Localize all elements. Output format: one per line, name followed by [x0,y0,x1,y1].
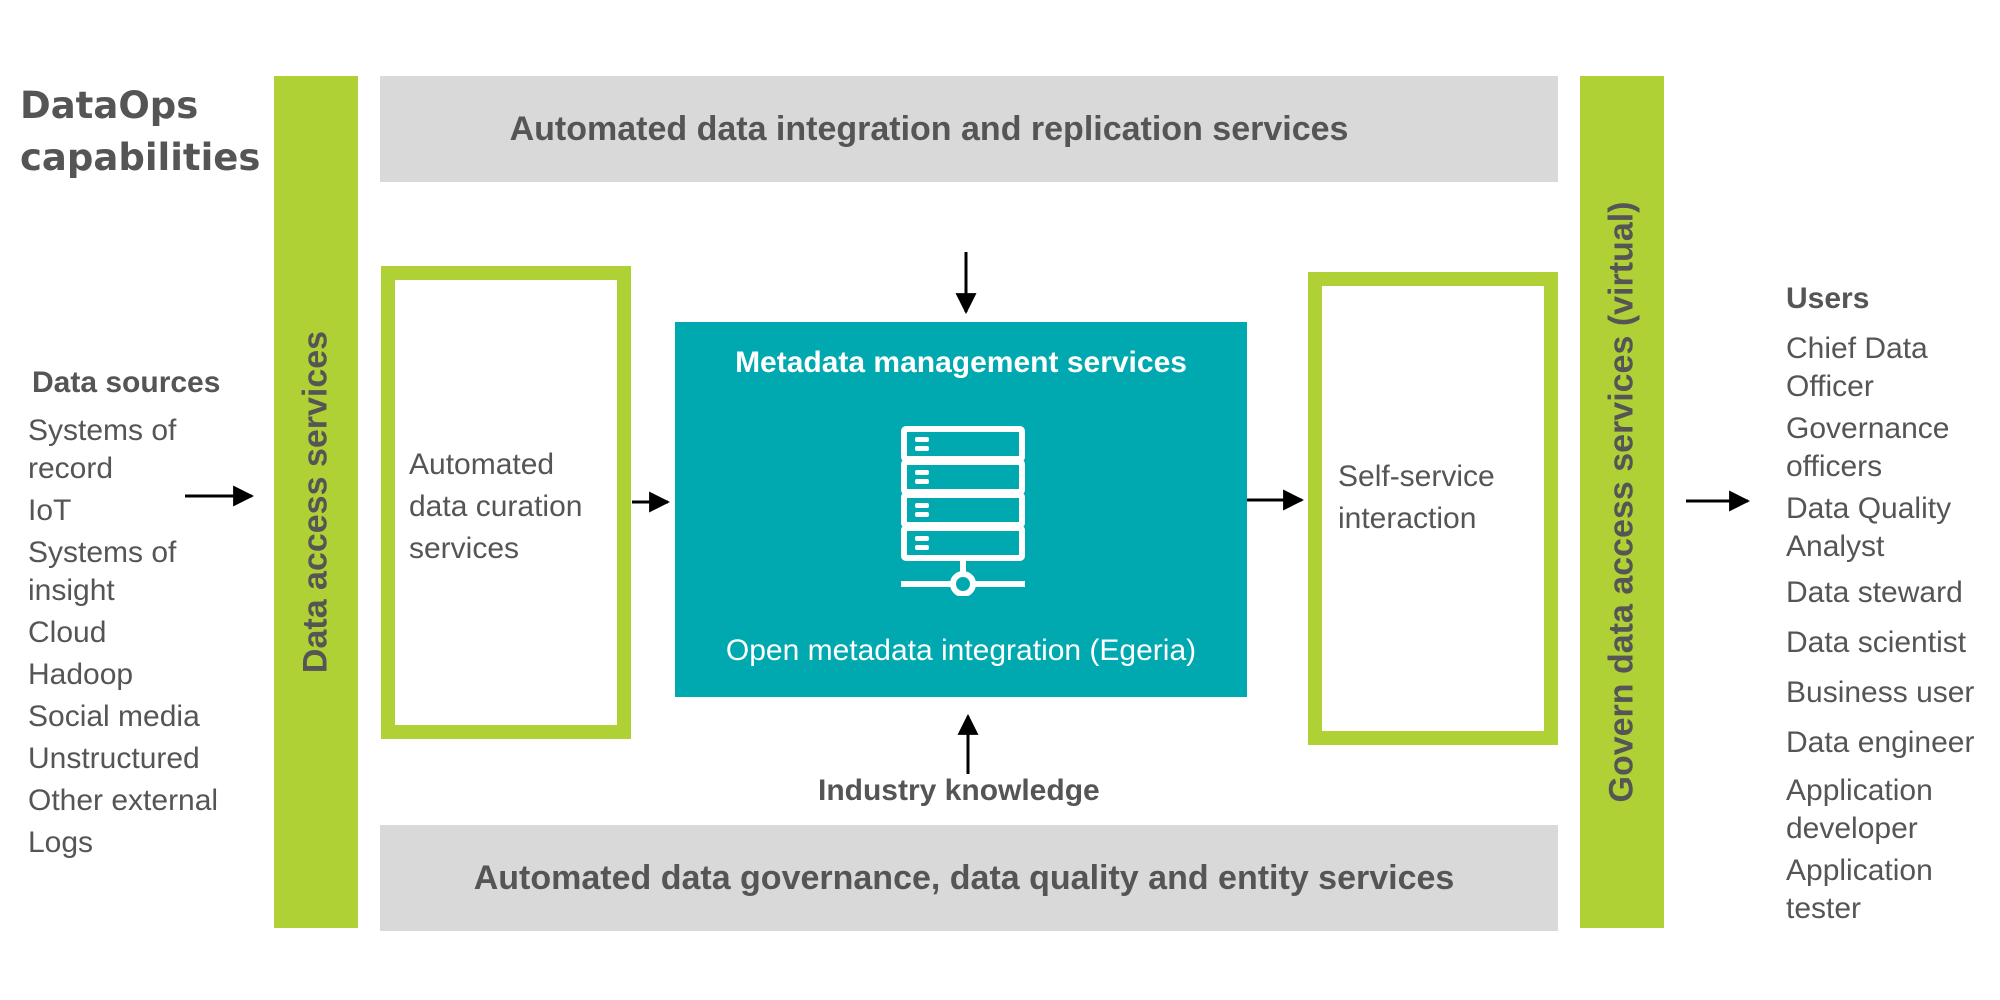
data-curation-box: Automated data curation services [381,266,631,739]
user-item: Data Quality Analyst [1786,492,1952,563]
users-heading: Users [1786,282,1870,315]
users-list: Chief Data Officer Governance officers D… [1786,330,2000,928]
data-source-item: IoT [28,494,72,527]
integration-replication-band: Automated data integration and replicati… [380,76,1558,182]
industry-knowledge-label: Industry knowledge [818,774,1100,807]
user-item: Chief Data Officer [1786,332,1928,403]
user-item: Data engineer [1786,726,1975,759]
user-item: Business user [1786,676,1975,709]
data-source-item: Social media [28,700,200,733]
data-source-item: Hadoop [28,658,134,691]
self-service-label: Self-service interaction [1338,460,1495,535]
data-curation-label: Automated data curation services [409,448,583,565]
data-sources-heading: Data sources [32,366,221,399]
user-item: Application tester [1786,854,1933,925]
data-sources-list: Systems of record IoT Systems of insight… [28,412,258,862]
data-source-item: Cloud [28,616,107,649]
page-title: DataOps capabilities [20,84,261,179]
metadata-management-box: Metadata management services Open metada… [675,322,1247,697]
user-item: Data scientist [1786,626,1967,659]
data-source-item: Systems of record [28,414,177,485]
data-source-item: Systems of insight [28,536,177,607]
govern-data-access-bar: Govern data access services (virtual) [1580,76,1664,928]
data-source-item: Other external [28,784,219,817]
metadata-management-title: Metadata management services [735,346,1187,379]
user-item: Data steward [1786,576,1963,609]
metadata-management-subtitle: Open metadata integration (Egeria) [725,634,1197,667]
governance-quality-band: Automated data governance, data quality … [380,825,1558,931]
data-source-item: Unstructured [28,742,200,775]
user-item: Governance officers [1786,412,1950,483]
server-icon [901,426,1025,596]
user-item: Application developer [1786,774,1933,845]
integration-replication-label: Automated data integration and replicati… [509,109,1349,148]
data-access-services-bar: Data access services [274,76,358,928]
data-source-item: Logs [28,826,94,859]
self-service-box: Self-service interaction [1308,272,1558,745]
governance-quality-label: Automated data governance, data quality … [473,858,1455,897]
